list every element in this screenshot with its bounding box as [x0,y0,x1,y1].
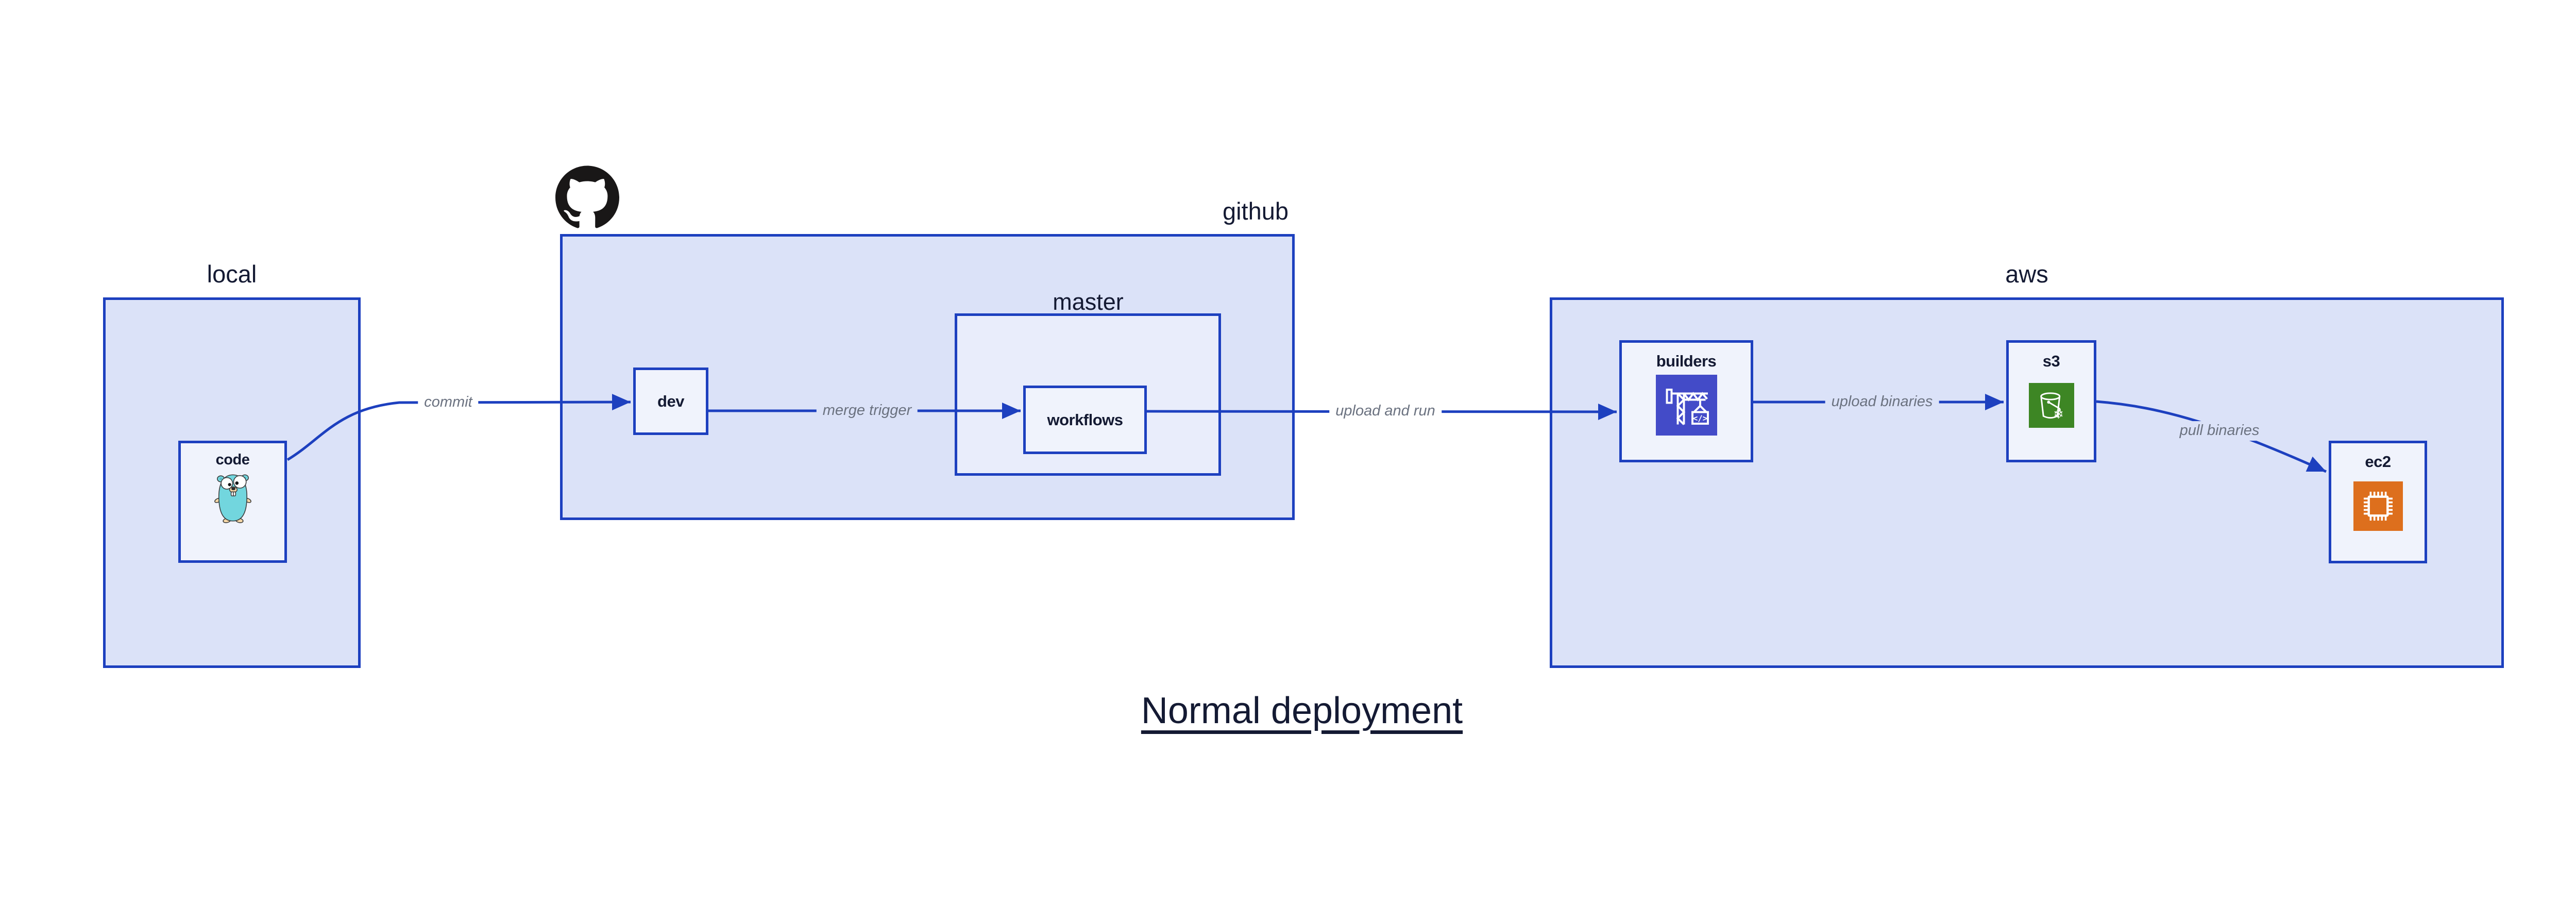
diagram-title: Normal deployment [1141,690,1463,731]
ec2-chip-icon [2353,481,2403,531]
node-builders: builders </> [1619,340,1753,462]
master-container-label: master [1053,289,1124,315]
svg-text:</>: </> [1693,413,1707,423]
svg-text:❄: ❄ [2053,406,2064,421]
edge-label-upload-and-run: upload and run [1329,402,1442,421]
go-gopher-icon [214,473,251,526]
github-octocat-logo-icon [555,165,619,229]
node-ec2: ec2 [2329,441,2427,563]
github-container-label: github [1222,197,1289,225]
node-code-label: code [215,452,250,468]
node-s3: s3 ❄ [2006,340,2096,462]
node-code: code [178,441,287,563]
node-dev-label: dev [657,392,684,410]
node-workflows: workflows [1023,386,1147,454]
node-dev: dev [633,368,708,435]
node-ec2-label: ec2 [2365,453,2391,471]
s3-glacier-bucket-icon: ❄ [2028,383,2074,428]
local-container-label: local [207,260,257,288]
codebuild-crane-icon: </> [1655,375,1717,436]
edge-label-merge-trigger: merge trigger [816,401,918,421]
edge-label-upload-binaries: upload binaries [1825,392,1939,412]
edge-label-pull-binaries: pull binaries [2173,421,2266,441]
node-s3-label: s3 [2042,352,2060,370]
node-builders-label: builders [1656,352,1717,370]
aws-container-label: aws [2005,260,2048,288]
edge-label-commit: commit [418,393,479,412]
node-workflows-label: workflows [1047,410,1123,429]
